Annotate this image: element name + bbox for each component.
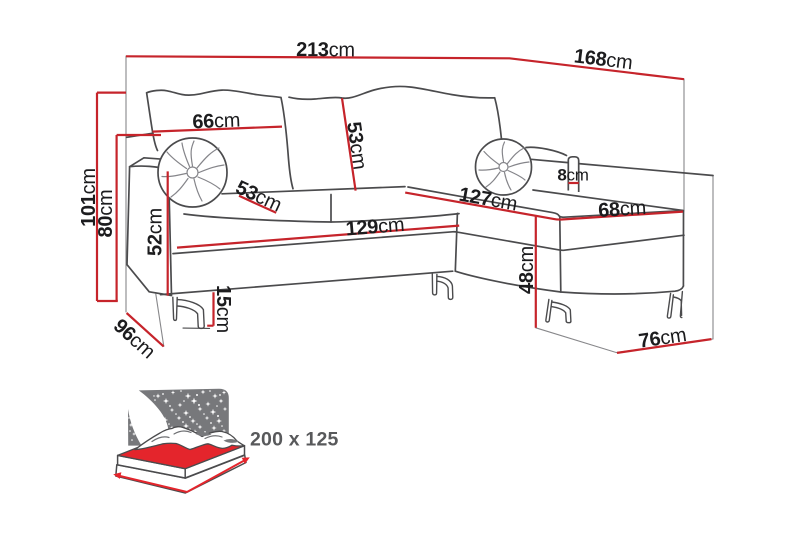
base-bottom-edge (159, 270, 454, 296)
round-pillow-left (157, 137, 228, 208)
front-left-leg (172, 296, 211, 330)
dimension-labels: 213cm 168cm 66cm 53cm 53cm 101cm 80cm 52… (78, 39, 688, 363)
right-back-cushion (288, 85, 505, 154)
dim-label-chaise-height: 48cm (516, 246, 538, 294)
duvet-and-pillows (134, 426, 246, 451)
dim-label-total-height: 101cm (78, 168, 100, 227)
size-arrows (113, 457, 250, 493)
round-pillow-right-button (498, 161, 509, 173)
round-pillow-left-pleats (161, 140, 225, 202)
dim-line-80 (115, 133, 161, 301)
back-frame-right-end (525, 146, 568, 157)
stars (128, 389, 228, 444)
dim-label-seat-depth: 53cm (232, 177, 285, 217)
dim-line-76 (616, 338, 712, 354)
round-pillow-right (474, 138, 533, 196)
dim-label-leg-height: 15cm (212, 285, 234, 333)
dim-label-footprint-width: 76cm (637, 324, 688, 353)
duvet-shadow-right (223, 439, 239, 443)
floor-corner-left (155, 293, 165, 347)
round-pillow-right-body (474, 138, 533, 196)
round-pillow-left-button (186, 166, 199, 179)
chaise-front-left-leg (545, 298, 572, 324)
duvet (134, 426, 246, 451)
dim-label-side-depth: 96cm (109, 315, 159, 363)
chaise-front-right-leg (666, 290, 684, 319)
seat-front-top-edge (183, 212, 460, 223)
seat-back-edge (221, 185, 406, 195)
chaise-front-left-edge (558, 216, 562, 293)
arrow-width-head (241, 457, 250, 464)
round-pillow-right-pleats (478, 141, 530, 191)
dim-label-chaise-width: 68cm (598, 197, 647, 222)
sofa-drawing (125, 85, 714, 330)
dim-line-127-68 (405, 191, 684, 221)
dimension-lines (95, 55, 712, 354)
dim-label-back-cushion-height: 53cm (342, 120, 370, 171)
chaise-bottom-edge (454, 270, 685, 295)
dim-line-213-168 (125, 55, 685, 81)
dim-line-129 (176, 224, 460, 249)
chaise-front-top-edge (557, 209, 684, 219)
dim-line-101 (95, 91, 126, 303)
bolster-top-edge (530, 158, 714, 177)
dim-line-53-seat (238, 194, 277, 214)
base-seam (172, 230, 685, 255)
arrow-length (119, 474, 188, 493)
arrow-length-head (113, 472, 122, 479)
arrow-width (186, 459, 245, 493)
night-sky-panel (138, 388, 229, 446)
dim-line-66 (152, 125, 283, 133)
bolster-base-seam (532, 189, 684, 212)
sofa-bed-icon: 200 x 125 (113, 388, 339, 494)
dim-line-15 (207, 292, 215, 327)
duvet-fold-lines (151, 430, 223, 443)
dim-label-total-depth: 168cm (573, 45, 634, 74)
chaise-seat-left-edge (407, 186, 560, 217)
duvet-shadow-left (195, 432, 212, 437)
sofa-legs (172, 273, 684, 330)
middle-leg (431, 273, 454, 301)
junction-vertical-edge (454, 212, 459, 273)
dim-label-side-rail: 8cm (557, 166, 588, 185)
dim-line-96 (125, 312, 165, 348)
dim-line-53-back (340, 98, 357, 191)
dim-label-frame-height: 80cm (95, 190, 117, 238)
night-sky-flap (128, 409, 142, 446)
dim-label-seat-width: 129cm (345, 214, 405, 241)
dim-label-back-cushion-width: 66cm (192, 109, 241, 133)
dim-label-total-width: 213cm (296, 39, 355, 61)
dim-label-armrest-height: 52cm (145, 208, 167, 256)
sleeping-area-size: 200 x 125 (250, 429, 339, 451)
